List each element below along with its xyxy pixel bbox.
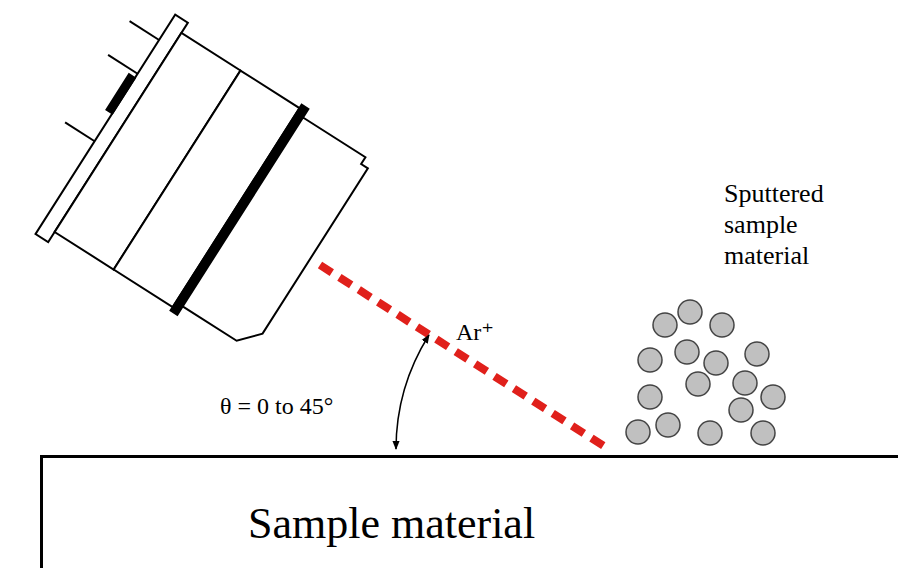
sample-block: Sample material <box>40 455 898 568</box>
ion-gun <box>6 0 382 366</box>
sputtered-atom <box>626 420 650 444</box>
sputter-label: Sputtered sample material <box>724 178 874 272</box>
ion-label: Ar⁺ <box>456 318 494 347</box>
sputtered-atom <box>686 372 710 396</box>
sputtered-atom <box>710 313 734 337</box>
sputtered-atom <box>751 421 775 445</box>
sputtered-atom <box>653 313 677 337</box>
sputtered-atom <box>704 351 728 375</box>
sputtered-atom <box>729 398 753 422</box>
angle-label: θ = 0 to 45° <box>220 392 333 421</box>
angle-arc <box>396 335 429 449</box>
ion-beam <box>320 265 610 450</box>
sputtered-atom <box>638 385 662 409</box>
sputtered-atom <box>638 348 662 372</box>
block-label: Sample material <box>248 498 898 549</box>
sputtered-atom <box>656 413 680 437</box>
sputtered-atom <box>678 300 702 324</box>
sputtered-atoms <box>626 300 785 445</box>
sputtered-atom <box>698 421 722 445</box>
sputtered-atom <box>733 371 757 395</box>
sputtered-atom <box>745 342 769 366</box>
sputtered-atom <box>675 340 699 364</box>
sputtered-atom <box>761 385 785 409</box>
